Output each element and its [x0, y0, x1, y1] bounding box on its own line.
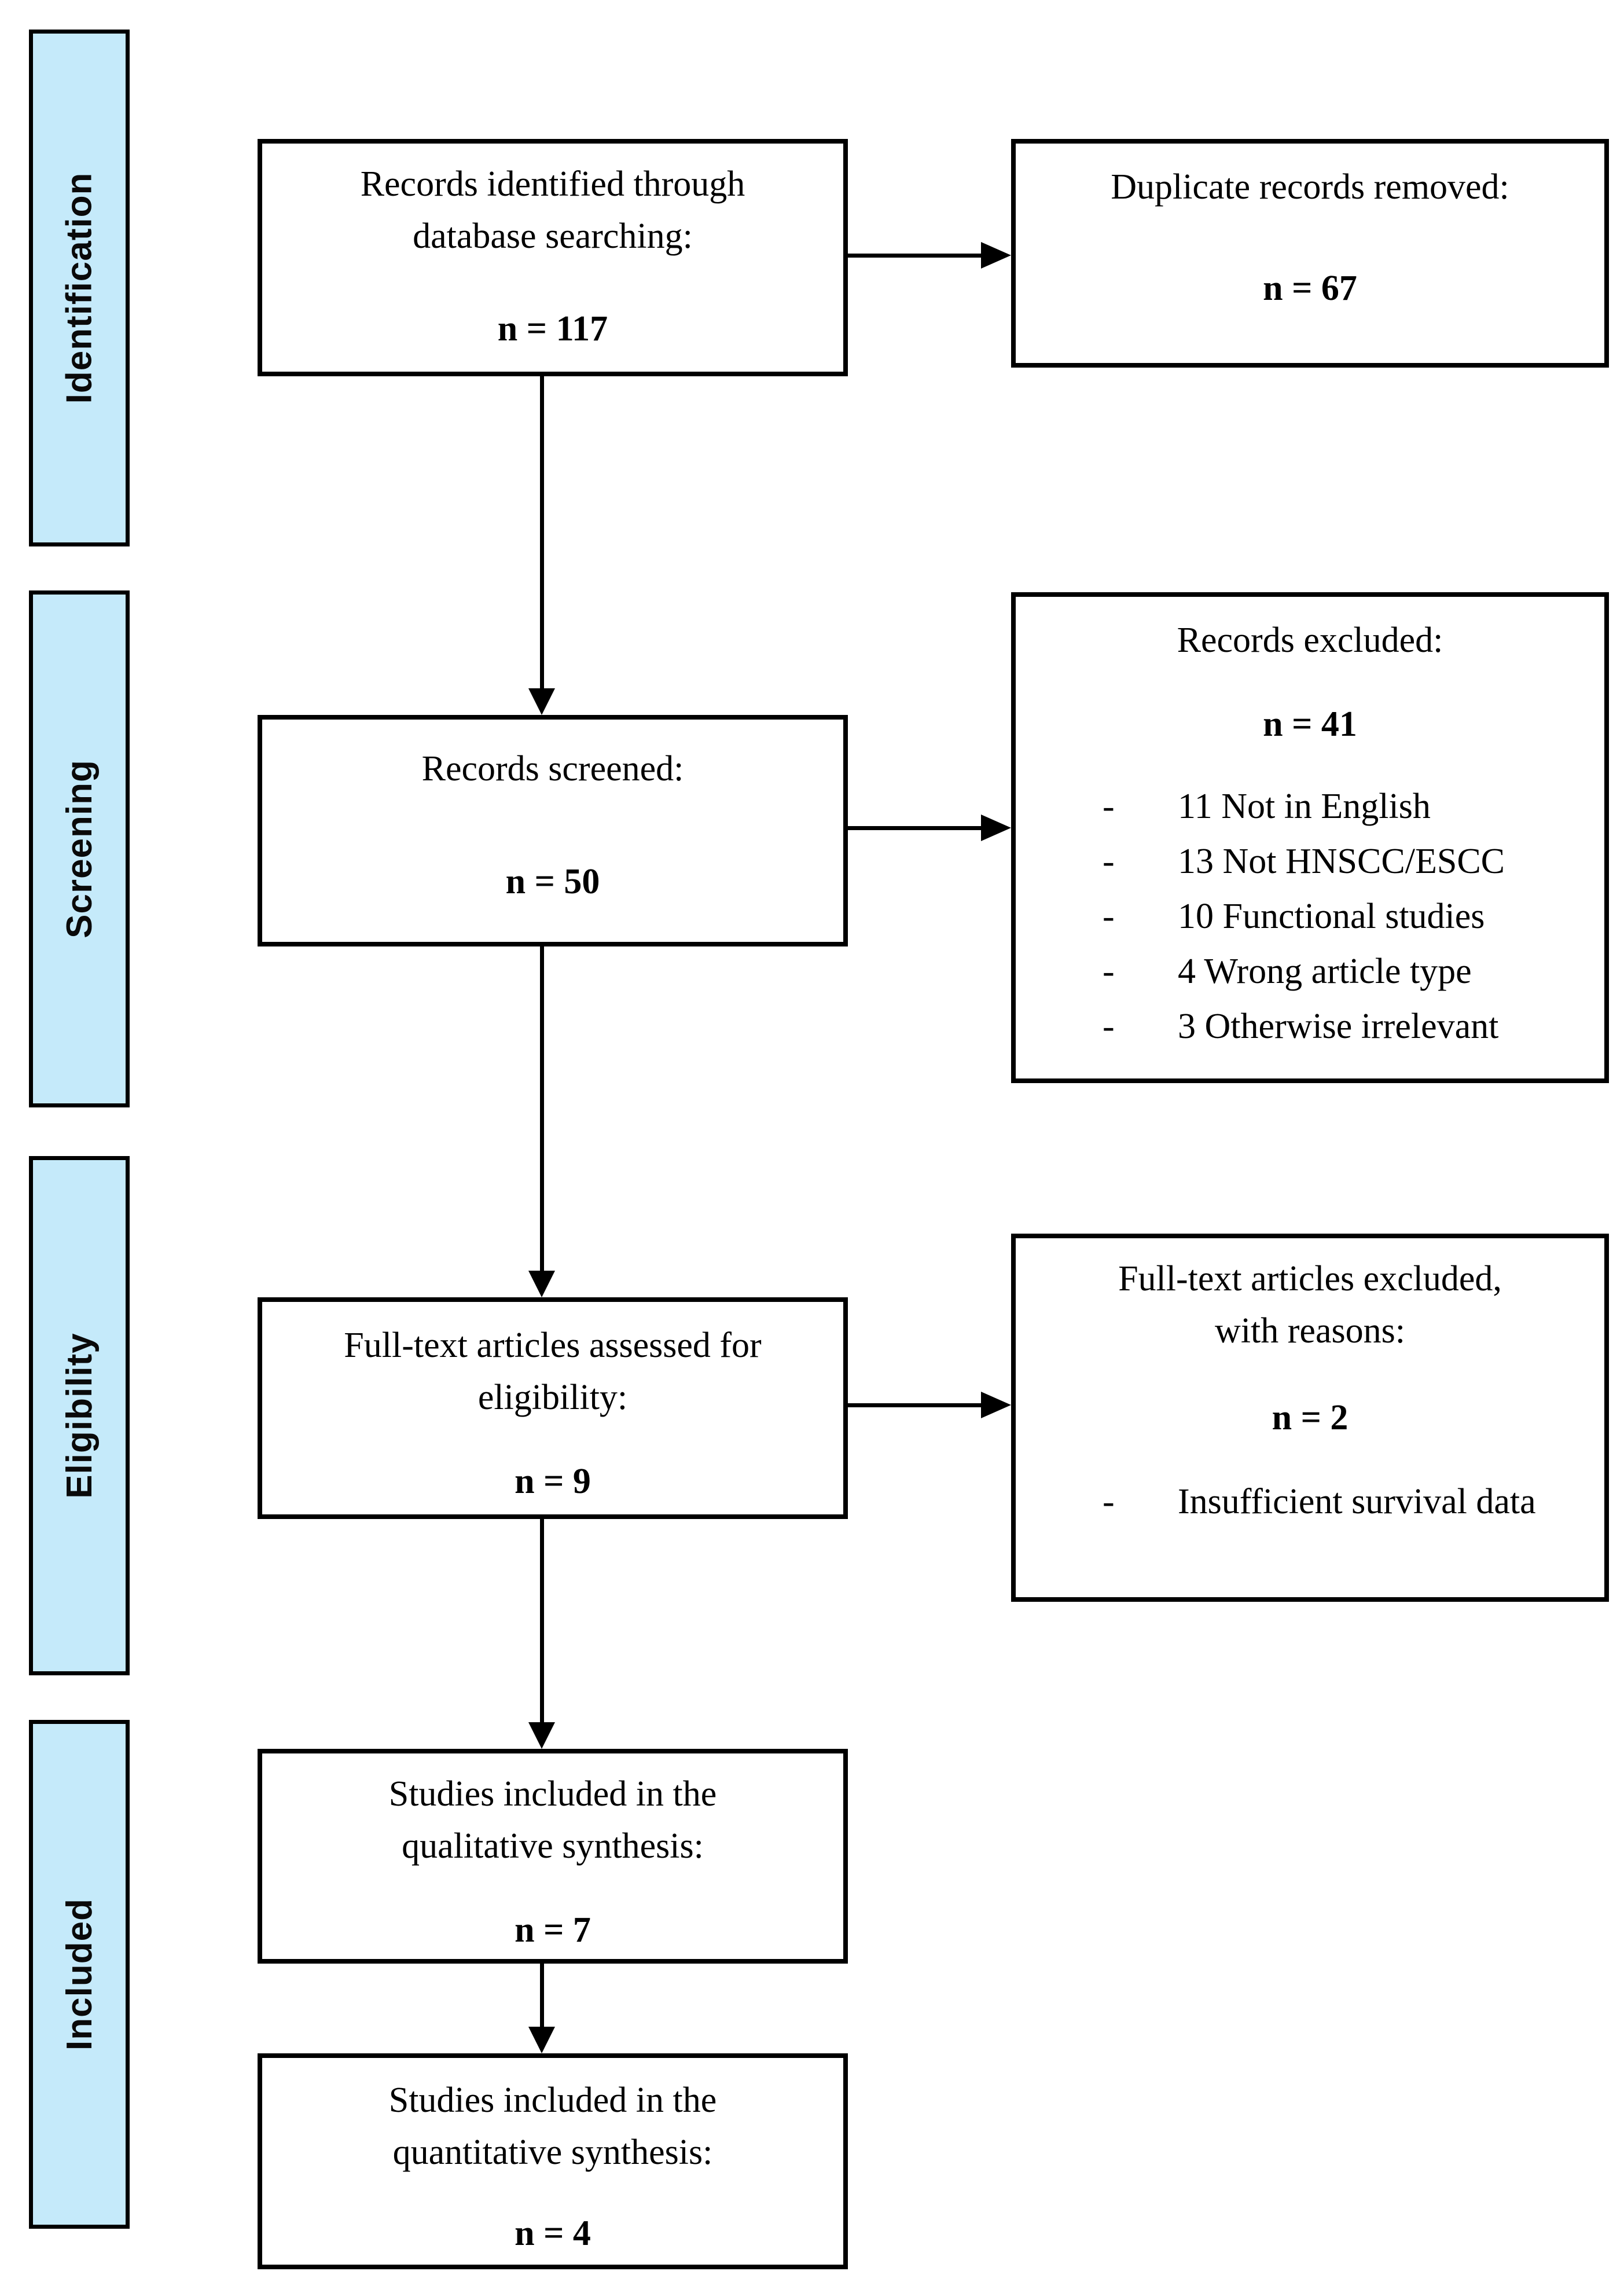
stage-included: Included — [29, 1720, 130, 2229]
qualitative-included-line2: qualitative synthesis: — [402, 1826, 704, 1866]
records-screened-count: n = 50 — [505, 862, 600, 901]
qualitative-included-line1: Studies included in the — [388, 1774, 717, 1814]
stage-screening: Screening — [29, 590, 130, 1107]
fulltext-assessed-title: Full-text articles assessed for eligibil… — [262, 1319, 843, 1424]
records-excluded-line1: Records excluded: — [1177, 621, 1443, 660]
dash-bullet: - — [1103, 787, 1115, 826]
list-item: - 13 Not HNSCC/ESCC — [1016, 834, 1604, 889]
records-identified-line2: database searching: — [413, 217, 693, 256]
box-records-excluded: Records excluded: n = 41 - 11 Not in Eng… — [1011, 592, 1609, 1083]
connector-screened-to-excluded — [848, 826, 981, 830]
qualitative-included-title: Studies included in the qualitative synt… — [262, 1768, 843, 1872]
box-fulltext-excluded: Full-text articles excluded, with reason… — [1011, 1234, 1609, 1602]
records-identified-count: n = 117 — [497, 309, 608, 348]
dash-bullet: - — [1103, 1482, 1115, 1521]
duplicates-removed-line1: Duplicate records removed: — [1111, 167, 1509, 207]
arrowhead-down-screened-icon — [528, 688, 555, 715]
dash-bullet: - — [1103, 1007, 1115, 1046]
list-item: - 11 Not in English — [1016, 779, 1604, 834]
fulltext-assessed-count: n = 9 — [515, 1462, 591, 1501]
box-qualitative-included: Studies included in the qualitative synt… — [258, 1749, 848, 1964]
list-item: - 4 Wrong article type — [1016, 944, 1604, 999]
dash-bullet: - — [1103, 952, 1115, 991]
connector-fulltext-to-qualitative — [540, 1519, 544, 1723]
stage-identification: Identification — [29, 30, 130, 546]
reason-text: 11 Not in English — [1178, 787, 1431, 826]
records-identified-title: Records identified through database sear… — [262, 158, 843, 262]
quantitative-included-title: Studies included in the quantitative syn… — [262, 2074, 843, 2178]
reason-text: 3 Otherwise irrelevant — [1178, 1007, 1499, 1046]
box-records-identified: Records identified through database sear… — [258, 139, 848, 376]
quantitative-included-line1: Studies included in the — [388, 2081, 717, 2120]
connector-qualitative-to-quantitative — [540, 1964, 544, 2027]
dash-bullet: - — [1103, 897, 1115, 936]
dash-bullet: - — [1103, 842, 1115, 881]
fulltext-excluded-line1: Full-text articles excluded, — [1118, 1259, 1502, 1298]
box-quantitative-included: Studies included in the quantitative syn… — [258, 2053, 848, 2269]
fulltext-excluded-count: n = 2 — [1272, 1398, 1349, 1437]
reason-text: 4 Wrong article type — [1178, 952, 1472, 991]
arrowhead-down-fulltext-icon — [528, 1271, 555, 1297]
box-records-screened: Records screened: n = 50 — [258, 715, 848, 946]
fulltext-excluded-line2: with reasons: — [1215, 1311, 1405, 1351]
records-identified-line1: Records identified through — [360, 164, 745, 204]
connector-identified-to-screened — [540, 376, 544, 689]
fulltext-excluded-reason-list: - Insufficient survival data — [1016, 1476, 1604, 1528]
arrowhead-right-fulltext-excluded-icon — [981, 1392, 1011, 1418]
box-duplicates-removed: Duplicate records removed: n = 67 — [1011, 139, 1609, 368]
stage-screening-label: Screening — [59, 760, 100, 938]
connector-screened-to-fulltext — [540, 946, 544, 1271]
quantitative-included-line2: quantitative synthesis: — [392, 2133, 713, 2172]
list-item: - 3 Otherwise irrelevant — [1016, 999, 1604, 1054]
fulltext-excluded-title: Full-text articles excluded, with reason… — [1016, 1253, 1604, 1357]
reason-text: 10 Functional studies — [1178, 897, 1485, 936]
fulltext-assessed-line1: Full-text articles assessed for — [344, 1326, 762, 1365]
duplicates-removed-count: n = 67 — [1263, 269, 1357, 308]
stage-eligibility-label: Eligibility — [59, 1333, 100, 1499]
reason-text: 13 Not HNSCC/ESCC — [1178, 842, 1505, 881]
quantitative-included-count: n = 4 — [515, 2214, 591, 2253]
reason-text: Insufficient survival data — [1178, 1482, 1536, 1521]
stage-eligibility: Eligibility — [29, 1156, 130, 1675]
records-excluded-reason-list: - 11 Not in English - 13 Not HNSCC/ESCC … — [1016, 779, 1604, 1054]
arrowhead-right-duplicates-icon — [981, 242, 1011, 269]
records-excluded-count: n = 41 — [1263, 705, 1357, 744]
connector-fulltext-to-fulltext-excluded — [848, 1403, 981, 1407]
arrowhead-down-quantitative-icon — [528, 2027, 555, 2053]
qualitative-included-count: n = 7 — [515, 1910, 591, 1950]
records-screened-line1: Records screened: — [421, 749, 684, 788]
list-item: - 10 Functional studies — [1016, 889, 1604, 944]
stage-identification-label: Identification — [59, 172, 100, 404]
stage-included-label: Included — [59, 1898, 100, 2050]
connector-identified-to-duplicates — [848, 254, 981, 258]
fulltext-assessed-line2: eligibility: — [477, 1378, 628, 1417]
list-item: - Insufficient survival data — [1016, 1476, 1604, 1528]
arrowhead-right-excluded-icon — [981, 815, 1011, 841]
arrowhead-down-qualitative-icon — [528, 1722, 555, 1749]
box-fulltext-assessed: Full-text articles assessed for eligibil… — [258, 1297, 848, 1519]
